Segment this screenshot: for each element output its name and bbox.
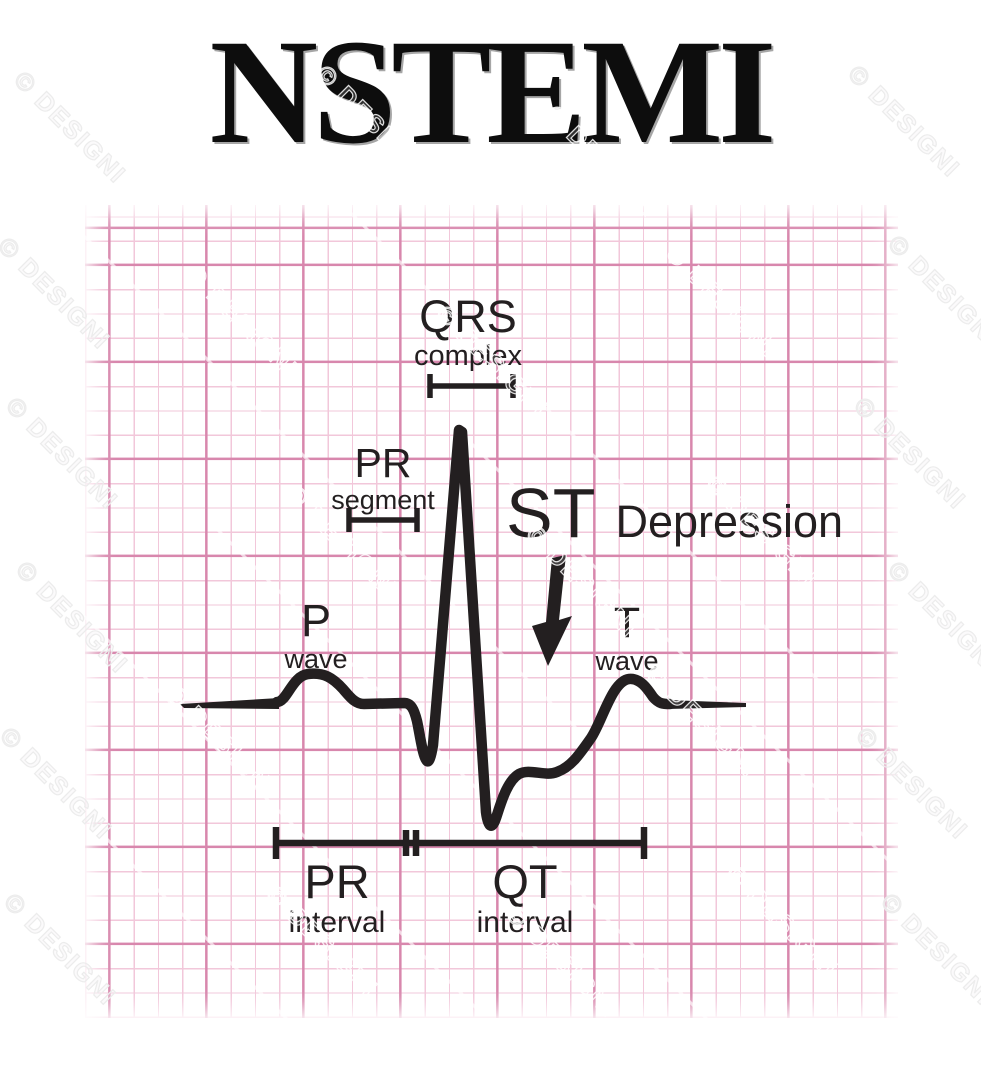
- pr-qt-interval-bracket: [272, 827, 648, 859]
- qrs-complex-label-secondary: complex: [414, 340, 522, 372]
- qrs-complex-bracket: [427, 374, 516, 398]
- t-wave-label-secondary: wave: [595, 646, 659, 676]
- pr-interval-label-primary: PR: [304, 855, 370, 908]
- pr-interval-label-secondary: interval: [288, 906, 386, 939]
- p-wave-label: P wave: [246, 598, 386, 673]
- pr-interval-label: PR interval: [252, 858, 422, 938]
- qrs-complex-label-primary: QRS: [419, 291, 517, 342]
- st-depression-label-secondary: Depression: [615, 496, 844, 547]
- pr-segment-bracket: [346, 508, 420, 532]
- qt-interval-label-primary: QT: [492, 855, 558, 908]
- st-depression-arrow: [532, 555, 572, 666]
- qt-interval-label: QT interval: [440, 858, 610, 938]
- ecg-trace: [271, 424, 676, 831]
- t-wave-label: T wave: [557, 602, 697, 675]
- ecg-trace-tail: [668, 700, 746, 709]
- page-title: NSTEMI: [209, 9, 777, 175]
- qrs-complex-label: QRS complex: [398, 294, 538, 371]
- st-depression-label: ST Depression: [506, 478, 843, 548]
- pr-segment-label: PR segment: [313, 443, 453, 514]
- pr-segment-label-primary: PR: [354, 440, 412, 486]
- pr-segment-label-secondary: segment: [331, 485, 435, 515]
- st-depression-label-primary: ST: [506, 474, 596, 552]
- ecg-trace-leadin: [180, 698, 279, 709]
- qt-interval-label-secondary: interval: [476, 906, 574, 939]
- p-wave-label-primary: P: [300, 595, 331, 646]
- t-wave-label-primary: T: [613, 599, 641, 647]
- p-wave-label-secondary: wave: [284, 644, 348, 674]
